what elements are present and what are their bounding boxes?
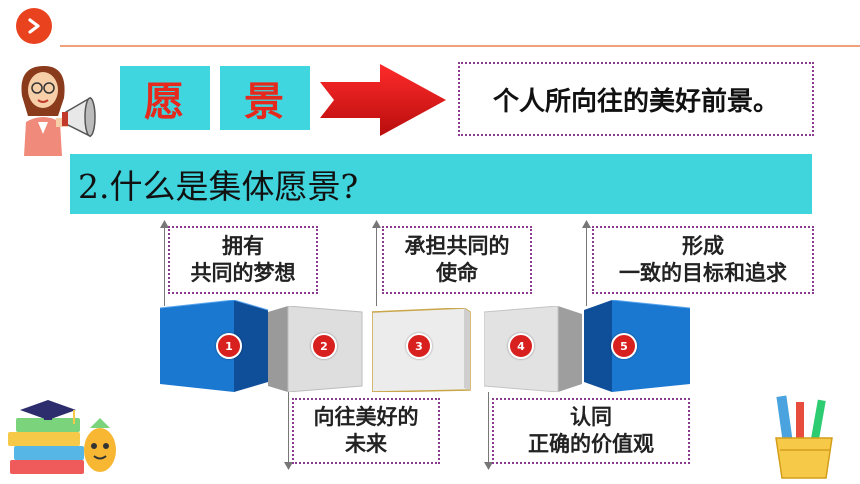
red-arrow-icon [320,64,446,136]
step-label-1: 拥有 共同的梦想 [168,226,318,294]
word-char-yuan: 愿 [144,78,186,125]
word-char-jing: 景 [244,78,286,125]
connector-line-4 [488,392,489,464]
teacher-megaphone-illustration [21,66,96,156]
step-label-5-line2: 一致的目标和追求 [619,261,787,285]
step-label-4-line1: 认同 [570,404,612,429]
question-title: 2.什么是集体愿景? [78,167,359,206]
step-number-5: 5 [611,333,637,359]
connector-line-1 [164,224,165,306]
word-box-jing: 景 [220,66,310,130]
step-label-1-line1: 拥有 [222,233,264,258]
play-icon [28,18,40,34]
definition-text: 个人所向往的美好前景。 [492,86,779,117]
definition-box: 个人所向往的美好前景。 [458,62,814,136]
step-cube-4 [484,306,582,392]
arrow-up-icon [160,220,169,228]
step-label-5-line1: 形成 [682,233,724,258]
step-label-3-line1: 承担共同的 [404,233,510,258]
arrow-up-icon [372,220,381,228]
step-number-3: 3 [406,333,432,359]
connector-line-3 [376,224,377,306]
arrow-up-icon [582,220,591,228]
question-banner: 2.什么是集体愿景? [70,154,812,214]
step-label-2: 向往美好的 未来 [292,398,440,464]
step-label-4: 认同 正确的价值观 [492,398,690,464]
step-label-5: 形成 一致的目标和追求 [592,226,814,294]
step-cube-5 [584,300,691,392]
step-label-4-line2: 正确的价值观 [528,432,654,456]
step-number-2: 2 [311,333,337,359]
step-label-3-line2: 使命 [436,261,478,285]
play-button[interactable] [16,8,52,44]
word-box-yuan: 愿 [120,66,210,130]
arrow-down-icon [284,462,293,470]
header-divider [60,45,860,47]
pencil-cup-illustration [775,395,833,479]
arrow-down-icon [484,462,493,470]
step-label-2-line2: 未来 [345,432,387,456]
connector-line-2 [288,392,289,464]
step-label-1-line2: 共同的梦想 [190,261,296,285]
step-cube-1 [160,300,269,392]
step-label-3: 承担共同的 使命 [382,226,532,294]
step-number-4: 4 [508,333,534,359]
connector-line-5 [586,224,587,306]
books-pencil-illustration [8,400,116,474]
step-label-2-line1: 向往美好的 [313,404,419,429]
step-number-1: 1 [216,333,242,359]
